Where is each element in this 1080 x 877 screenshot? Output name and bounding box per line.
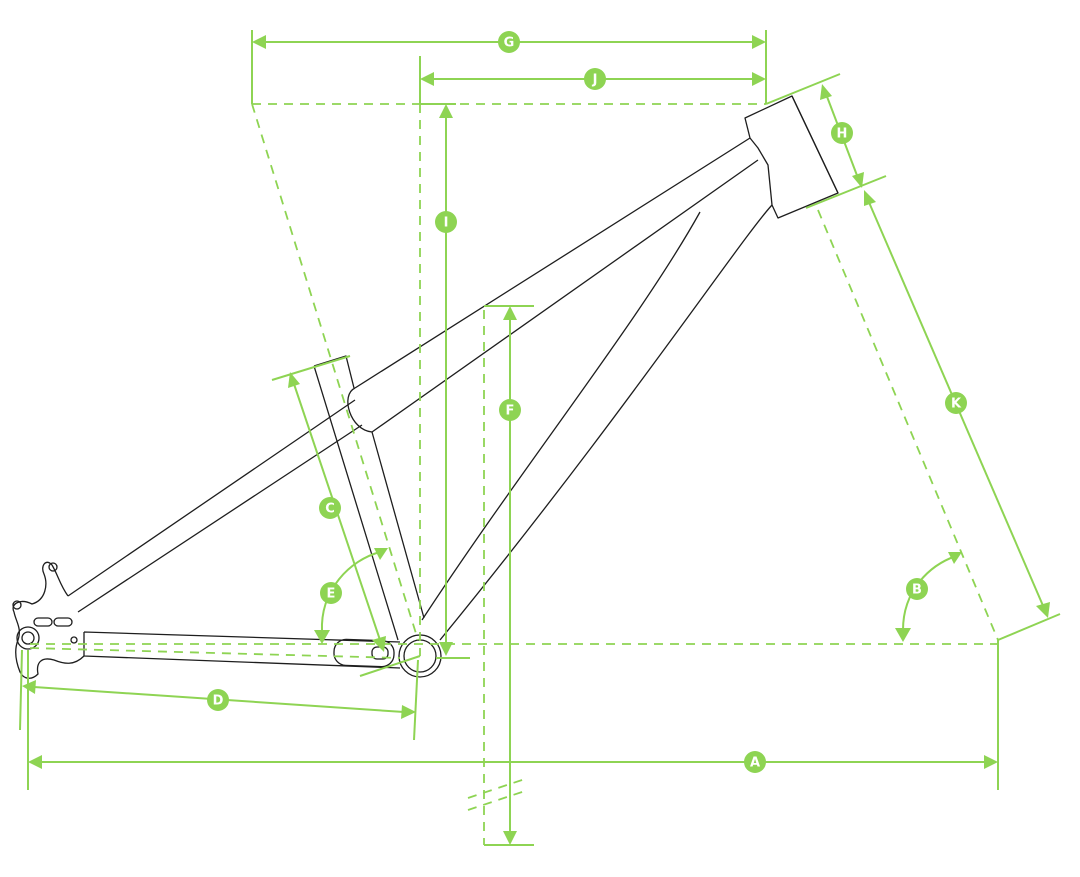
label-d: D (207, 689, 229, 711)
svg-text:F: F (506, 404, 515, 419)
svg-text:A: A (750, 756, 760, 771)
svg-text:I: I (444, 216, 449, 231)
head-tube (744, 95, 839, 219)
label-j: J (584, 68, 606, 90)
seat-tube (313, 355, 425, 641)
label-e: E (320, 582, 342, 604)
label-h: H (831, 122, 853, 144)
label-i: I (435, 211, 457, 233)
svg-text:E: E (327, 587, 336, 602)
label-g: G (498, 31, 520, 53)
svg-text:J: J (592, 73, 598, 88)
down-tube (421, 204, 773, 641)
bike-frame (12, 95, 839, 679)
label-f: F (499, 399, 521, 421)
label-c: C (319, 497, 341, 519)
svg-text:G: G (504, 36, 515, 51)
label-k: K (945, 392, 967, 414)
svg-text:H: H (837, 127, 848, 142)
svg-text:C: C (325, 502, 335, 517)
label-b: B (906, 578, 928, 600)
rear-dropout (12, 561, 85, 679)
label-a: A (744, 751, 766, 773)
reference-lines (29, 103, 1000, 845)
svg-text:B: B (912, 583, 922, 598)
top-tube (354, 137, 759, 433)
dimension-lines (19, 30, 1061, 846)
svg-text:D: D (213, 694, 224, 709)
seat-stay (67, 399, 363, 613)
svg-text:K: K (951, 397, 962, 412)
